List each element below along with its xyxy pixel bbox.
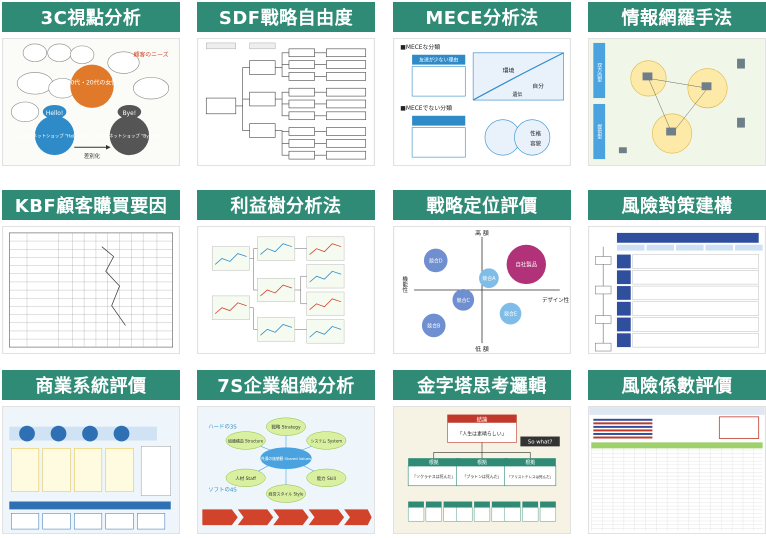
reason-1-text: 「ソクラテスは死んだ」 [412, 474, 455, 479]
tile-3c-analysis[interactable]: 3C視點分析 10代・20代の女性 顧客のニーズ Hello! Bye! 自分の… [2, 2, 180, 166]
thumbnail-sdf-tree [197, 38, 375, 166]
tile-mece[interactable]: MECE分析法 ■MECEな分類 友達が少ない理由 環境 自分 遺伝 ■MECE… [393, 2, 571, 166]
self-label: 自分 [532, 82, 544, 90]
non-mece-label: ■MECEでない分類 [400, 104, 452, 112]
competitor-a: 競合A [482, 275, 496, 282]
environment-label: 環境 [503, 66, 515, 74]
thumbnail-profit-tree [197, 226, 375, 354]
looks-label: 容貌 [530, 139, 541, 147]
staff-label: 人材 Staff [235, 475, 256, 482]
thumbnail-risk-spreadsheet [588, 406, 766, 534]
style-label: 経営スタイル Style [269, 492, 304, 497]
heredity-label: 遺伝 [513, 91, 523, 98]
reason-3-label: 根拠 [525, 459, 535, 466]
tile-title: 利益樹分析法 [197, 190, 375, 220]
skill-label: 能力 Skill [317, 475, 336, 482]
tile-risk-coefficient[interactable]: 風險係數評價 [588, 370, 766, 534]
bye-label: Bye! [123, 111, 137, 117]
competitor-shop-label: 競合のネットショップ "Byegirls" [96, 132, 163, 139]
competitor-e: 競合E [504, 311, 517, 318]
soft-4s-label: ソフトの4S [208, 487, 237, 494]
tile-title: 3C視點分析 [2, 2, 180, 32]
mece-label: ■MECEな分類 [400, 43, 440, 51]
axis-top-label: 高 額 [475, 229, 489, 237]
bidirectional-label: 双方向型 [596, 63, 602, 83]
axis-left-label: 機能性 [401, 275, 408, 294]
tile-title: KBF顧客購買要因 [2, 190, 180, 220]
tile-title: 情報網羅手法 [588, 2, 766, 32]
tile-title: SDF戰略自由度 [197, 2, 375, 32]
needs-label: 顧客のニーズ [134, 51, 169, 59]
customer-label: 10代・20代の女性 [67, 78, 117, 86]
system-label: システム System [311, 438, 343, 443]
axis-right-label: デザイン性 [542, 296, 570, 304]
shared-values-label: 共通の価値観 Shared Values [261, 456, 311, 461]
thumbnail-3c-diagram: 10代・20代の女性 顧客のニーズ Hello! Bye! 自分のネットショップ… [2, 38, 180, 166]
thumbnail-positioning-map: 高 額 低 額 機能性 デザイン性 競合D 競合A 競合C 自社製品 競合B 競… [393, 226, 571, 354]
hard-3s-label: ハードの3S [208, 424, 237, 431]
strategy-label: 戦略 Strategy [271, 424, 300, 431]
tile-profit-tree[interactable]: 利益樹分析法 [197, 190, 375, 354]
axis-bottom-label: 低 額 [475, 345, 489, 353]
tile-title: MECE分析法 [393, 2, 571, 32]
tile-title: 金字塔思考邏輯 [393, 370, 571, 400]
reason-2-text: 「プラトンは死んだ」 [462, 474, 501, 479]
tile-information-coverage[interactable]: 情報網羅手法 双方向型 提供型 [588, 2, 766, 166]
competitor-d: 競合D [429, 257, 443, 264]
tile-title: 風險對策建構 [588, 190, 766, 220]
thumbnail-kbf-table [2, 226, 180, 354]
own-shop-label: 自分のネットショップ "Hellogirls" [20, 132, 90, 139]
conclusion-text: 「人生は素晴らしい」 [457, 431, 506, 438]
tile-pyramid[interactable]: 金字塔思考邏輯 結論 「人生は素晴らしい」 So what? 根拠 根拠 根拠 … [393, 370, 571, 534]
tile-7s[interactable]: 7S企業組織分析 ハードの3S ソフトの4S 戦略 Strategy 組織構造 … [197, 370, 375, 534]
tile-title: 商業系統評價 [2, 370, 180, 400]
character-label: 性格 [530, 129, 541, 137]
reason-3-text: 「アリストテレスは死んだ」 [507, 474, 553, 479]
so-what-label: So what? [528, 439, 553, 445]
competitor-c: 競合C [457, 297, 471, 304]
reason-1-label: 根拠 [429, 459, 439, 466]
tile-risk-countermeasures[interactable]: 風險對策建構 [588, 190, 766, 354]
conclusion-label: 結論 [477, 415, 488, 423]
structure-label: 組織構造 Structure [228, 438, 264, 443]
hello-label: Hello! [46, 111, 63, 117]
reason-label: 友達が少ない理由 [419, 57, 458, 64]
thumbnail-risk-table [588, 226, 766, 354]
provider-label: 提供型 [596, 123, 602, 139]
thumbnail-business-system [2, 406, 180, 534]
thumbnail-7s-diagram: ハードの3S ソフトの4S 戦略 Strategy 組織構造 Structure… [197, 406, 375, 534]
tile-business-system[interactable]: 商業系統評價 [2, 370, 180, 534]
thumbnail-network-diagram: 双方向型 提供型 [588, 38, 766, 166]
tile-positioning[interactable]: 戰略定位評價 高 額 低 額 機能性 デザイン性 競合D 競合A 競合C 自社製… [393, 190, 571, 354]
tile-title: 風險係數評價 [588, 370, 766, 400]
competitor-b: 競合B [427, 322, 441, 329]
tile-kbf[interactable]: KBF顧客購買要因 [2, 190, 180, 354]
tile-title: 戰略定位評價 [393, 190, 571, 220]
thumbnail-pyramid: 結論 「人生は素晴らしい」 So what? 根拠 根拠 根拠 「ソクラテスは死… [393, 406, 571, 534]
differentiation-label: 差別化 [84, 152, 101, 160]
own-product: 自社製品 [515, 260, 537, 268]
tile-title: 7S企業組織分析 [197, 370, 375, 400]
reason-2-label: 根拠 [477, 459, 487, 466]
thumbnail-mece-diagram: ■MECEな分類 友達が少ない理由 環境 自分 遺伝 ■MECEでない分類 性格… [393, 38, 571, 166]
tile-sdf[interactable]: SDF戰略自由度 [197, 2, 375, 166]
